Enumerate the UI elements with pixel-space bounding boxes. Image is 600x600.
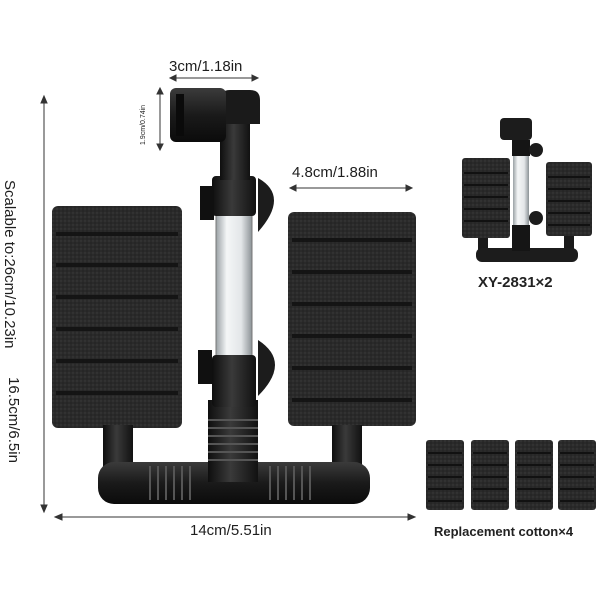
replacement-sponge-4	[558, 440, 596, 510]
dimension-arrows	[40, 74, 417, 521]
lift-tube	[170, 88, 260, 482]
replacement-sponges	[426, 440, 596, 510]
left-sponge	[52, 206, 182, 428]
replacement-sponge-2	[471, 440, 509, 510]
total-width-label: 14cm/5.51in	[190, 522, 272, 539]
model-label: XY-2831×2	[478, 274, 553, 291]
sponge-width-label: 4.8cm/1.88in	[292, 164, 378, 181]
top-width-label: 3cm/1.18in	[169, 58, 243, 75]
total-height-label: 16.5cm/6.5in	[5, 377, 22, 463]
right-sponge	[288, 212, 416, 426]
scalable-label: Scalable to:26cm/10.23in	[1, 180, 18, 349]
replacement-sponge-1	[426, 440, 464, 510]
elbow-height-label: 1.9cm/0.74in	[140, 104, 147, 145]
suction-cups	[198, 178, 275, 396]
base-pipe	[98, 425, 370, 504]
model-thumbnail	[462, 118, 592, 262]
replacement-label: Replacement cotton×4	[434, 524, 574, 539]
replacement-sponge-3	[515, 440, 553, 510]
